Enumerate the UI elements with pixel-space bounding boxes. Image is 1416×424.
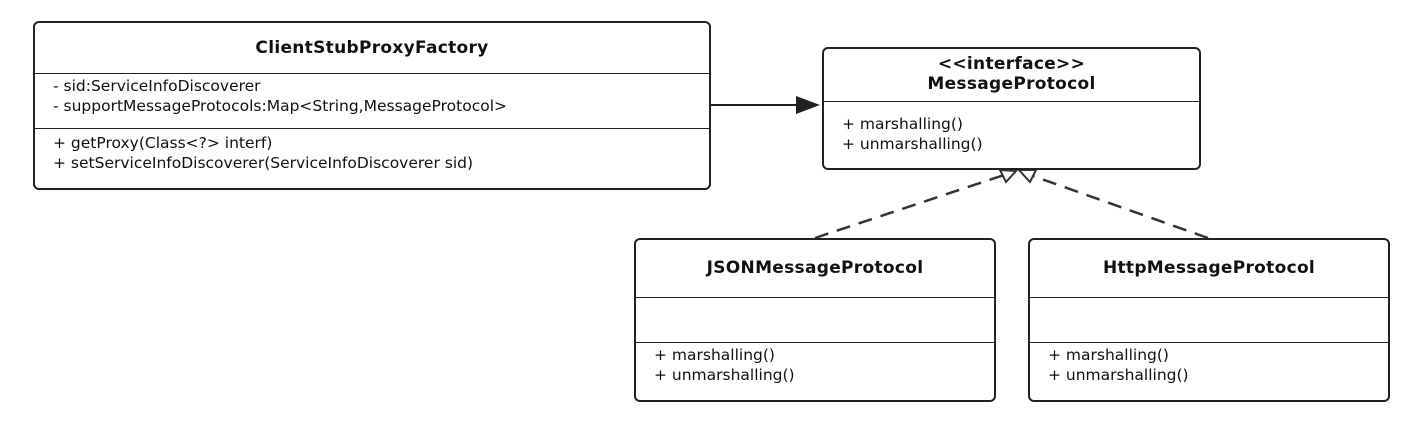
attributes-section — [636, 297, 994, 342]
operation: + marshalling() — [842, 115, 963, 133]
class-name: JSONMessageProtocol — [706, 258, 924, 278]
interface-message-protocol: <<interface>> MessageProtocol + marshall… — [822, 47, 1201, 170]
attribute: - sid:ServiceInfoDiscoverer — [53, 77, 261, 95]
operation: + getProxy(Class<?> interf) — [53, 134, 273, 152]
realization-line-json — [814, 173, 1005, 240]
realization-arrowhead-http — [1016, 169, 1038, 184]
operations-section: + marshalling() + unmarshalling() — [1030, 342, 1388, 385]
stereotype: <<interface>> — [937, 54, 1086, 74]
attribute: - supportMessageProtocols:Map<String,Mes… — [53, 97, 507, 115]
operations-section: + marshalling() + unmarshalling() — [636, 342, 994, 385]
interface-name: MessageProtocol — [927, 74, 1096, 94]
operation: + marshalling() — [654, 346, 775, 364]
association-arrowhead — [796, 96, 820, 114]
class-name: HttpMessageProtocol — [1102, 258, 1316, 278]
operation: + unmarshalling() — [842, 135, 983, 153]
operation: + marshalling() — [1048, 346, 1169, 364]
class-client-stub-proxy-factory: ClientStubProxyFactory - sid:ServiceInfo… — [33, 21, 711, 190]
operation: + setServiceInfoDiscoverer(ServiceInfoDi… — [53, 154, 474, 172]
operations-section: + getProxy(Class<?> interf) + setService… — [35, 128, 709, 173]
operation: + unmarshalling() — [1048, 366, 1189, 384]
realization-line-http — [1032, 174, 1209, 240]
class-json-message-protocol: JSONMessageProtocol + marshalling() + un… — [634, 238, 996, 402]
interface-header: <<interface>> MessageProtocol — [824, 49, 1199, 101]
class-http-message-protocol: HttpMessageProtocol + marshalling() + un… — [1028, 238, 1390, 402]
operations-section: + marshalling() + unmarshalling() — [824, 101, 1199, 154]
class-name: ClientStubProxyFactory — [255, 38, 489, 58]
realization-arrowhead-json — [998, 168, 1019, 184]
attributes-section — [1030, 297, 1388, 342]
operation: + unmarshalling() — [654, 366, 795, 384]
attributes-section: - sid:ServiceInfoDiscoverer - supportMes… — [35, 73, 709, 128]
